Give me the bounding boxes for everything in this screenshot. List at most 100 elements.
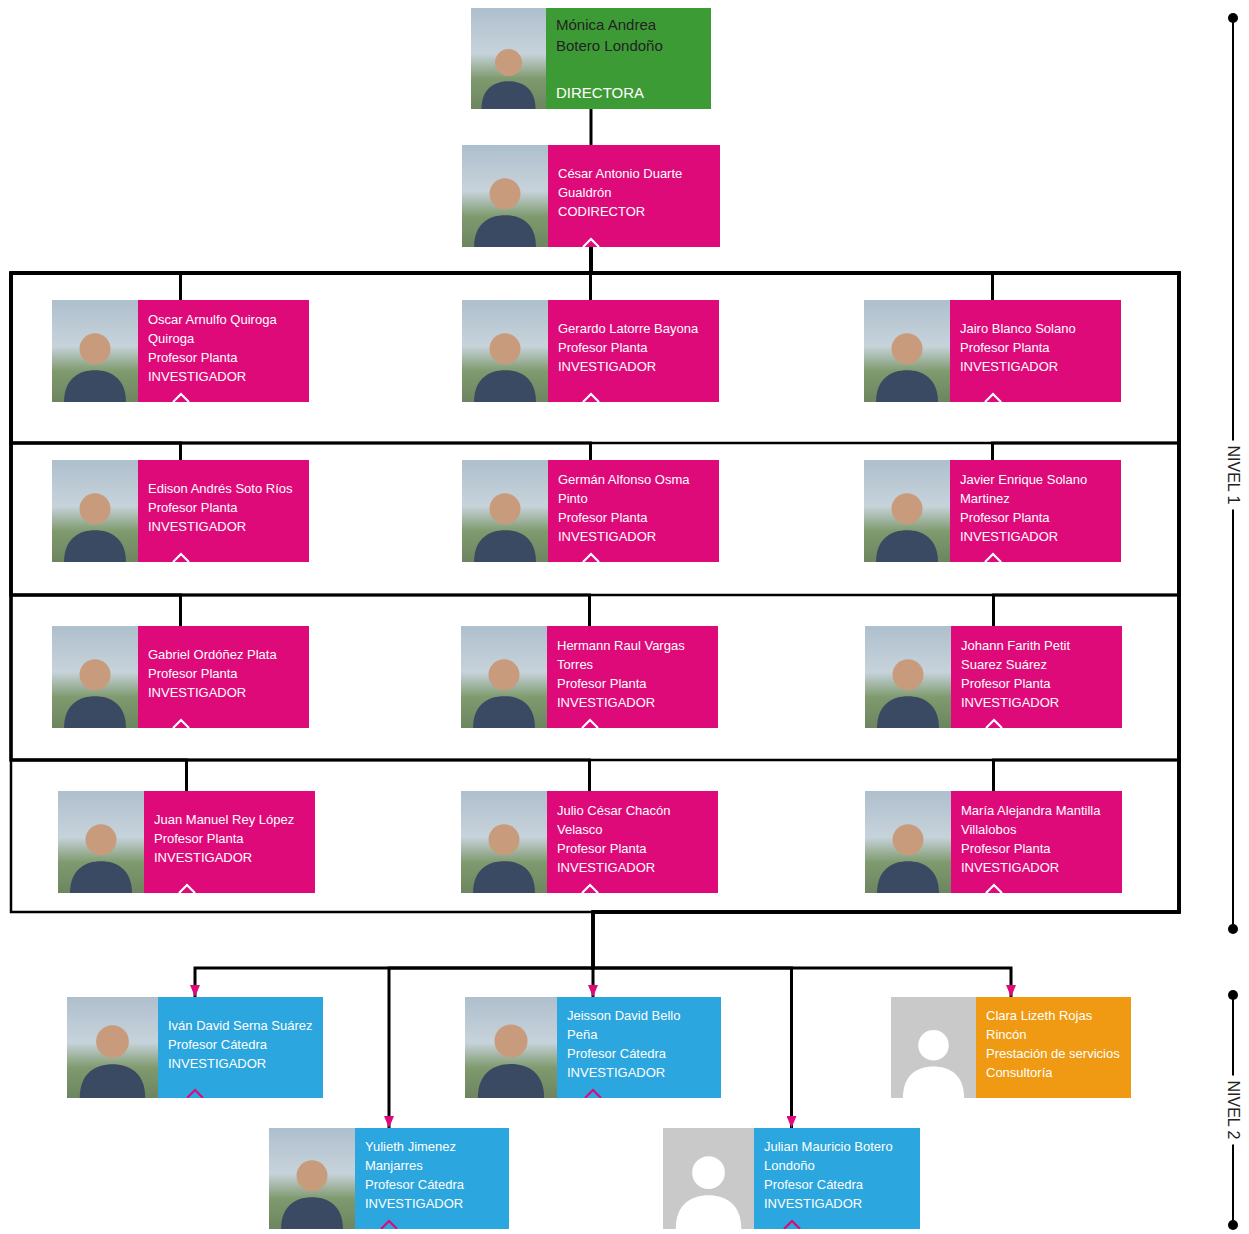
portrait-figure (52, 460, 138, 562)
connector-line (590, 109, 593, 145)
person-box: Jeisson David Bello PeñaProfesor Cátedra… (465, 997, 721, 1098)
person-name: María Alejandra Mantilla Villalobos (961, 801, 1114, 839)
person-role: INVESTIGADOR (148, 683, 301, 702)
person-role: Profesor Cátedra (764, 1175, 912, 1194)
portrait-head (489, 824, 520, 855)
portrait-body (64, 530, 126, 562)
text-panel: Yulieth Jimenez ManjarresProfesor Cátedr… (355, 1128, 509, 1229)
portrait-head (918, 1030, 949, 1061)
portrait-head (86, 824, 117, 855)
portrait-head (80, 493, 111, 524)
level-label: NIVEL 2 (1223, 1076, 1243, 1145)
portrait-figure (52, 626, 138, 728)
chevron-line (985, 554, 1001, 562)
portrait-body (473, 696, 535, 728)
person-name: Oscar Arnulfo Quiroga Quiroga (148, 310, 301, 348)
portrait-body (281, 1197, 343, 1229)
portrait-body (64, 696, 126, 728)
person-role: INVESTIGADOR (148, 517, 301, 536)
chevron-line (582, 720, 598, 728)
connector-line (11, 247, 591, 626)
person-name: Gerardo Latorre Bayona (558, 319, 711, 338)
connector-line (389, 247, 1179, 1128)
person-name: Clara Lizeth Rojas Rincón (986, 1006, 1123, 1044)
portrait-photo (67, 997, 158, 1098)
chevron-line (187, 1090, 203, 1098)
portrait-head (893, 659, 924, 690)
chevron-mark (172, 718, 190, 728)
portrait-head (490, 333, 521, 364)
person-box: César Antonio Duarte GualdrónCODIRECTOR (462, 145, 720, 247)
chevron-line (583, 394, 599, 402)
chevron-mark (582, 237, 600, 247)
level-bar-end (1228, 1220, 1238, 1230)
level-label: NIVEL 1 (1223, 441, 1243, 510)
person-role: Prestación de servicios (986, 1044, 1123, 1063)
person-box: Germán Alfonso Osma PintoProfesor Planta… (462, 460, 719, 562)
portrait-photo (465, 997, 557, 1098)
chevron-line (173, 554, 189, 562)
person-role: INVESTIGADOR (961, 693, 1114, 712)
portrait-figure (865, 791, 951, 893)
portrait-figure (865, 626, 951, 728)
portrait-body (478, 1064, 544, 1098)
person-role: INVESTIGADOR (960, 527, 1113, 546)
portrait-photo (461, 626, 547, 728)
portrait-figure (663, 1128, 754, 1229)
text-panel: Clara Lizeth Rojas RincónPrestación de s… (976, 997, 1131, 1098)
chevron-mark (783, 1219, 801, 1229)
portrait-body (474, 370, 536, 402)
chevron-mark (581, 883, 599, 893)
text-panel: Jeisson David Bello PeñaProfesor Cátedra… (557, 997, 721, 1098)
portrait-body (877, 696, 939, 728)
connector-line (11, 247, 591, 626)
person-name: Johann Farith Petit Suarez Suárez (961, 636, 1114, 674)
person-role: INVESTIGADOR (557, 693, 710, 712)
chevron-line (173, 394, 189, 402)
portrait-body (70, 861, 132, 893)
portrait-body (877, 861, 939, 893)
person-role: Profesor Planta (154, 829, 307, 848)
person-role: INVESTIGADOR (960, 357, 1113, 376)
chevron-mark (581, 718, 599, 728)
chevron-mark (380, 1219, 398, 1229)
person-name: Julio César Chacón Velasco (557, 801, 710, 839)
text-panel: Gerardo Latorre BayonaProfesor PlantaINV… (548, 300, 719, 402)
portrait-figure (461, 791, 547, 893)
portrait-body (903, 1067, 964, 1098)
portrait-figure (462, 300, 548, 402)
text-panel: Iván David Serna SuárezProfesor CátedraI… (158, 997, 323, 1098)
person-name: Javier Enrique Solano Martinez (960, 470, 1113, 508)
portrait-photo (864, 300, 950, 402)
person-box: Edison Andrés Soto RíosProfesor PlantaIN… (52, 460, 309, 562)
portrait-figure (471, 8, 546, 109)
person-role: Profesor Planta (960, 338, 1113, 357)
person-role: INVESTIGADOR (567, 1063, 713, 1082)
text-panel: Edison Andrés Soto RíosProfesor PlantaIN… (138, 460, 309, 562)
portrait-photo (269, 1128, 355, 1229)
chevron-mark (186, 1088, 204, 1098)
person-role: Profesor Planta (558, 508, 711, 527)
person-role: Profesor Cátedra (567, 1044, 713, 1063)
person-name: César Antonio Duarte Gualdrón (558, 164, 712, 202)
portrait-photo (462, 300, 548, 402)
person-role: Profesor Planta (558, 338, 711, 357)
person-name: Julian Mauricio Botero Londoño (764, 1137, 912, 1175)
portrait-head (893, 824, 924, 855)
person-box: Oscar Arnulfo Quiroga QuirogaProfesor Pl… (52, 300, 309, 402)
chevron-line (583, 554, 599, 562)
portrait-figure (52, 300, 138, 402)
level-bar-end (1228, 924, 1238, 934)
chevron-line (582, 885, 598, 893)
text-panel: Juan Manuel Rey LópezProfesor PlantaINVE… (144, 791, 315, 893)
person-box: Julio César Chacón VelascoProfesor Plant… (461, 791, 718, 893)
chevron-mark (178, 883, 196, 893)
portrait-head (490, 178, 521, 209)
connector-line (11, 247, 591, 791)
person-name: Iván David Serna Suárez (168, 1016, 315, 1035)
chevron-mark (584, 1088, 602, 1098)
person-role: Profesor Planta (557, 674, 710, 693)
portrait-photo (52, 300, 138, 402)
chevron-mark (985, 718, 1003, 728)
